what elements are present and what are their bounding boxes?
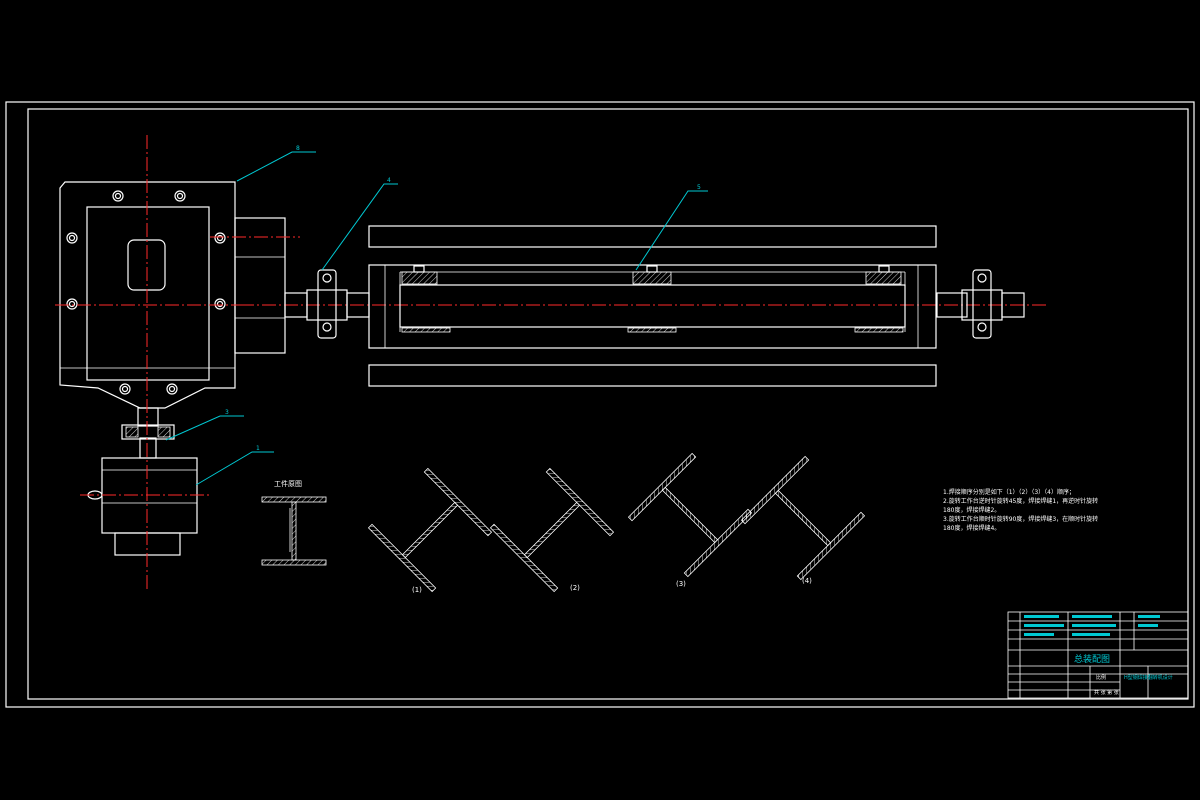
weld-view-4	[740, 455, 866, 581]
drawing-name: 总装配图	[1074, 653, 1110, 665]
note-line-2: 2.旋转工作台逆时针旋转45度，焊接焊缝1，再逆时针旋转	[943, 497, 1098, 505]
view-label-1: (1)	[412, 586, 422, 594]
shaft-assembly	[240, 269, 1048, 339]
weld-view-2	[489, 467, 615, 593]
workpiece-title: 工件原图	[274, 479, 302, 488]
workpiece-original: 工件原图	[261, 479, 327, 566]
note-line-5: 180度，焊接焊缝4。	[943, 524, 1000, 532]
view-label-3: (3)	[676, 580, 686, 588]
scale-label: 比例	[1096, 674, 1106, 681]
balloon-labels: 8 4 5 3 1	[225, 145, 701, 452]
balloon-5: 5	[697, 184, 701, 191]
note-line-1: 1.焊接顺序分别是如下（1）（2）（3）（4）顺序；	[943, 488, 1075, 496]
outer-border	[5, 101, 1195, 708]
balloon-8: 8	[296, 145, 300, 152]
weld-view-3	[627, 452, 753, 578]
inner-border	[27, 108, 1189, 700]
balloon-3: 3	[225, 409, 229, 416]
flip-frame	[368, 225, 937, 387]
view-label-2: (2)	[570, 584, 580, 592]
technical-notes: 1.焊接顺序分别是如下（1）（2）（3）（4）顺序； 2.旋转工作台逆时针旋转4…	[943, 488, 1098, 532]
sheet-label: 共 张 第 张	[1094, 689, 1119, 696]
weld-view-1	[367, 467, 493, 593]
view-label-4: (4)	[802, 577, 812, 585]
note-line-3: 180度，焊接焊缝2。	[943, 506, 1000, 514]
title-block: 总装配图 H型钢焊接翻转机设计 比例 共 张 第 张	[1007, 611, 1189, 699]
leader-lines	[165, 151, 708, 486]
balloon-4: 4	[387, 177, 391, 184]
reducer-assembly	[55, 135, 300, 590]
project-name: H型钢焊接翻转机设计	[1124, 674, 1173, 681]
note-line-4: 3.旋转工作台顺时针旋转90度，焊接焊缝3，在顺时针旋转	[943, 515, 1098, 523]
balloon-1: 1	[256, 445, 260, 452]
